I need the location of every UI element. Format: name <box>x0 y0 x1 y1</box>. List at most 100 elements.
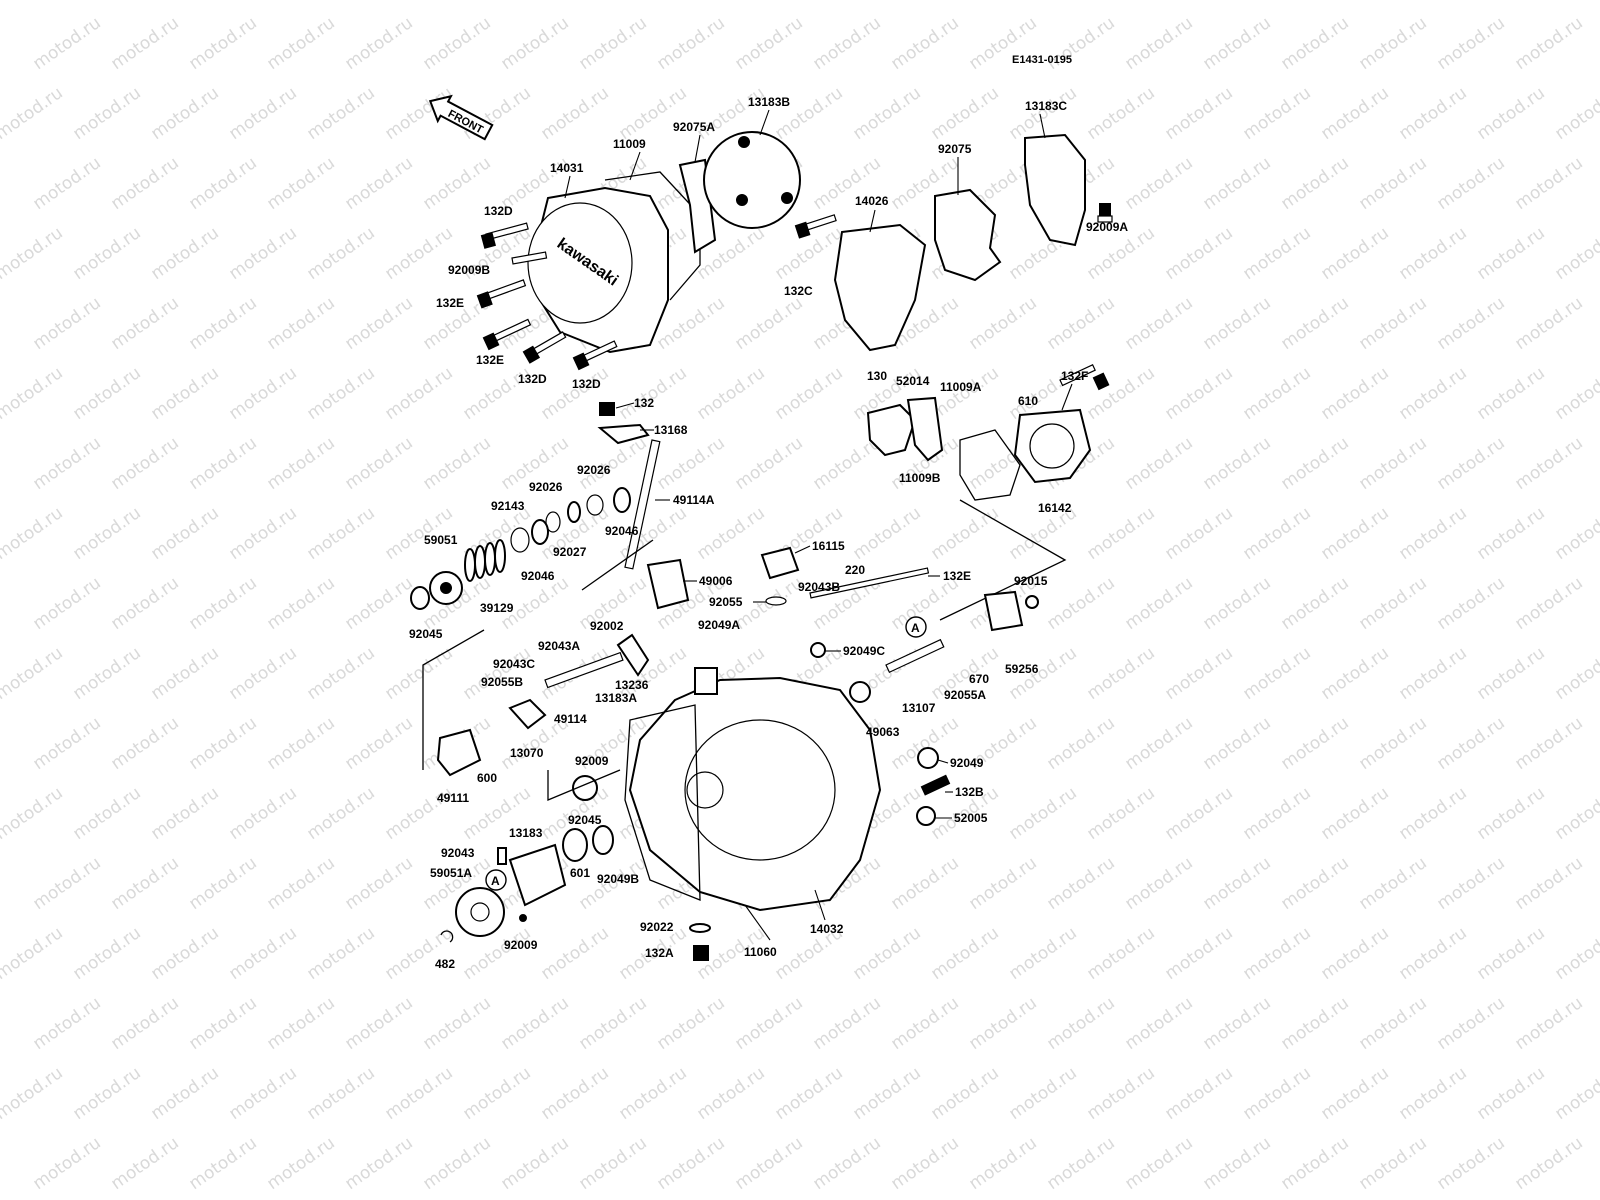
cover-hole <box>781 192 793 204</box>
watermark-text: motod.ru <box>1121 993 1196 1054</box>
watermark-text: motod.ru <box>341 573 416 634</box>
crankcase-bore <box>684 719 836 861</box>
label-92009-b: 92009 <box>504 938 538 952</box>
gear-59051A-hub <box>470 902 490 922</box>
watermark-text: motod.ru <box>225 643 300 704</box>
watermark-text: motod.ru <box>1005 1063 1080 1124</box>
watermark-text: motod.ru <box>1473 783 1548 844</box>
watermark-text: motod.ru <box>1239 363 1314 424</box>
watermark-text: motod.ru <box>575 993 650 1054</box>
watermark-text: motod.ru <box>849 923 924 984</box>
shaft-13107 <box>885 638 945 674</box>
label-16115: 16115 <box>812 539 845 553</box>
watermark-text: motod.ru <box>1199 573 1274 634</box>
watermark-text: motod.ru <box>107 433 182 494</box>
diagram-code: E1431-0195 <box>1012 54 1072 66</box>
label-600: 600 <box>477 771 497 785</box>
watermark-text: motod.ru <box>185 713 260 774</box>
watermark-text: motod.ru <box>771 1063 846 1124</box>
watermark-text: motod.ru <box>1317 1063 1392 1124</box>
watermark-text: motod.ru <box>185 293 260 354</box>
label-220: 220 <box>845 563 865 577</box>
label-92043C: 92043C <box>493 657 535 671</box>
label-13183: 13183 <box>509 826 543 840</box>
watermark-text: motod.ru <box>1043 1133 1118 1194</box>
watermark-text: motod.ru <box>419 13 494 74</box>
watermark-text: motod.ru <box>1277 433 1352 494</box>
label-39129: 39129 <box>480 601 514 615</box>
clutch-cover-face <box>527 202 633 324</box>
label-92009-a: 92009 <box>575 754 609 768</box>
label-132A: 132A <box>645 946 674 960</box>
watermark-text: motod.ru <box>1161 1063 1236 1124</box>
watermark-text: motod.ru <box>147 363 222 424</box>
label-132E-a: 132E <box>436 296 464 310</box>
watermark-text: motod.ru <box>1161 643 1236 704</box>
watermark-text: motod.ru <box>263 713 338 774</box>
watermark-text: motod.ru <box>107 153 182 214</box>
gasket-11060 <box>624 704 701 901</box>
gear-59051-hub <box>440 582 452 594</box>
watermark-text: motod.ru <box>263 153 338 214</box>
watermark-text: motod.ru <box>147 83 222 144</box>
watermark-text: motod.ru <box>1473 83 1548 144</box>
svg-text:A: A <box>491 874 500 888</box>
watermark-text: motod.ru <box>809 993 884 1054</box>
bracket-line-mid <box>547 769 621 801</box>
watermark-text: motod.ru <box>69 363 144 424</box>
watermark-text: motod.ru <box>225 83 300 144</box>
label-132D-b: 132D <box>518 372 547 386</box>
watermark-text: motod.ru <box>185 573 260 634</box>
watermark-text: motod.ru <box>1433 433 1508 494</box>
watermark-text: motod.ru <box>459 1063 534 1124</box>
watermark-text: motod.ru <box>1199 293 1274 354</box>
lever-13168 <box>597 423 650 445</box>
watermark-text: motod.ru <box>263 853 338 914</box>
watermark-text: motod.ru <box>497 13 572 74</box>
watermark-text: motod.ru <box>1551 83 1600 144</box>
label-92143: 92143 <box>491 499 525 513</box>
label-92046-a: 92046 <box>605 524 639 538</box>
watermark-text: motod.ru <box>69 223 144 284</box>
watermark-text: motod.ru <box>1277 1133 1352 1194</box>
cover-hole <box>736 194 748 206</box>
watermark-text: motod.ru <box>381 1063 456 1124</box>
watermark-text: motod.ru <box>849 1063 924 1124</box>
watermark-text: motod.ru <box>1161 223 1236 284</box>
watermark-text: motod.ru <box>1083 1063 1158 1124</box>
watermark-text: motod.ru <box>1355 573 1430 634</box>
watermark-text: motod.ru <box>731 433 806 494</box>
label-13107: 13107 <box>902 701 936 715</box>
label-52005: 52005 <box>954 811 988 825</box>
watermark-text: motod.ru <box>1551 1063 1600 1124</box>
watermark-layer: motod.ru motod.ru motod.ru motod.ru motod.ru… <box>0 13 1600 1194</box>
watermark-text: motod.ru <box>1121 853 1196 914</box>
watermark-text: motod.ru <box>1355 1133 1430 1194</box>
watermark-text: motod.ru <box>303 503 378 564</box>
shaft-49114 <box>544 651 624 689</box>
label-92022: 92022 <box>640 920 674 934</box>
watermark-text: motod.ru <box>0 503 67 564</box>
washer-92046-b <box>531 519 549 545</box>
plug-132A <box>693 945 709 961</box>
watermark-text: motod.ru <box>303 923 378 984</box>
label-49114: 49114 <box>554 712 587 726</box>
cap-16115 <box>760 546 800 580</box>
oring-92055 <box>765 596 787 606</box>
watermark-text: motod.ru <box>107 293 182 354</box>
label-11060: 11060 <box>744 945 777 959</box>
watermark-text: motod.ru <box>1277 993 1352 1054</box>
bearing-601 <box>562 828 588 862</box>
watermark-text: motod.ru <box>263 13 338 74</box>
label-92045-b: 92045 <box>568 813 602 827</box>
plate-92075 <box>934 188 1002 282</box>
watermark-text: motod.ru <box>29 433 104 494</box>
watermark-text: motod.ru <box>1199 853 1274 914</box>
watermark-text: motod.ru <box>147 923 222 984</box>
watermark-text: motod.ru <box>1551 223 1600 284</box>
watermark-text: motod.ru <box>887 13 962 74</box>
cover-hole <box>738 136 750 148</box>
watermark-text: motod.ru <box>69 923 144 984</box>
label-132C: 132C <box>784 284 813 298</box>
